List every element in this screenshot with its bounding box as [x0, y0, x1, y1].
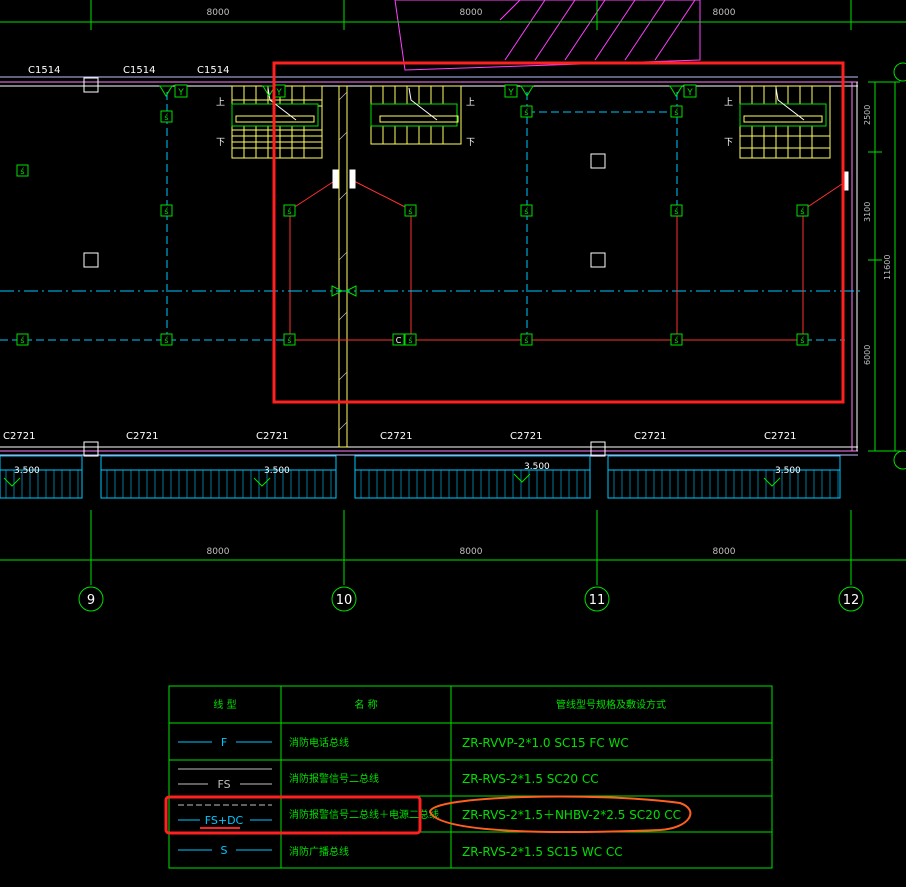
- fire-bus-lines: [0, 92, 845, 341]
- elevation-marks: 3.500 3.500 3.500 3.500: [3, 462, 801, 487]
- dim-bottom-1: 8000: [207, 547, 230, 557]
- building-walls: [0, 76, 858, 457]
- svg-text:ś: ś: [408, 335, 412, 345]
- stair-down-label: 下: [216, 138, 225, 148]
- legend-header-spec: 管线型号规格及敷设方式: [556, 698, 666, 711]
- dim-top-3: 8000: [713, 8, 736, 18]
- y-symbol: Y: [507, 88, 514, 98]
- window-label: C2721: [380, 431, 412, 442]
- legend-line-label: S: [221, 844, 228, 857]
- window-labels-top: C1514 C1514 C1514: [28, 65, 229, 76]
- window-label: C1514: [123, 65, 155, 76]
- legend-row-spec: ZR-RVS-2*1.5 SC15 WC CC: [462, 845, 623, 859]
- stair-2: 上 下: [370, 85, 475, 148]
- window-label: C2721: [256, 431, 288, 442]
- svg-text:ś: ś: [524, 206, 528, 216]
- y-symbol: Y: [275, 88, 282, 98]
- legend-header-name: 名 称: [354, 698, 377, 711]
- dim-bottom-2: 8000: [460, 547, 483, 557]
- dim-top-1: 8000: [207, 8, 230, 18]
- window-label: C2721: [764, 431, 796, 442]
- axis-label: 11: [589, 593, 606, 608]
- elevation-label: 3.500: [264, 466, 290, 476]
- window-labels-bottom: C2721 C2721 C2721 C2721 C2721 C2721 C272…: [3, 431, 796, 442]
- svg-text:ś: ś: [524, 107, 528, 117]
- svg-text:ś: ś: [287, 335, 291, 345]
- stair-up-label: 上: [216, 97, 225, 108]
- y-symbol: Y: [177, 88, 184, 98]
- window-label: C2721: [126, 431, 158, 442]
- axis-label: 12: [843, 593, 860, 608]
- highlight-ellipse-spec: [428, 795, 692, 834]
- dim-right-2: 3100: [863, 202, 872, 222]
- balconies: [0, 455, 841, 499]
- legend-row-spec: ZR-RVS-2*1.5 SC20 CC: [462, 772, 599, 786]
- c-symbol: C: [396, 336, 402, 345]
- svg-text:ś: ś: [800, 206, 804, 216]
- svg-text:ś: ś: [20, 335, 24, 345]
- top-hatch-area: [394, 0, 701, 71]
- legend-table: 线 型 名 称 管线型号规格及敷设方式 F 消防电话总线 ZR-RVVP-2*1…: [168, 685, 773, 869]
- svg-text:ś: ś: [674, 107, 678, 117]
- highlight-box-legend: [164, 795, 422, 835]
- dim-right-1: 2500: [863, 105, 872, 125]
- svg-text:ś: ś: [164, 206, 168, 216]
- dim-right-3: 6000: [863, 345, 872, 365]
- svg-text:ś: ś: [674, 335, 678, 345]
- dim-bottom-3: 8000: [713, 547, 736, 557]
- window-label: C2721: [3, 431, 35, 442]
- window-label: C2721: [510, 431, 542, 442]
- legend-header-linetype: 线 型: [213, 698, 236, 711]
- legend-row-name: 消防电话总线: [289, 736, 349, 749]
- fire-devices: ś ś ś ś ś ś ś ś ś ś ś ś ś ś ś ś ś C Y Y Y Y: [16, 84, 849, 346]
- legend-line-label: F: [221, 736, 227, 749]
- axis-bubble: [838, 586, 864, 612]
- window-label: C2721: [634, 431, 666, 442]
- stair-down-label: 下: [724, 138, 733, 148]
- stair-3: 上 下: [724, 85, 831, 159]
- legend-row-spec: ZR-RVVP-2*1.0 SC15 FC WC: [462, 736, 629, 750]
- window-label: C1514: [197, 65, 229, 76]
- axis-bubble: [331, 586, 357, 612]
- legend-row-name: 消防广播总线: [289, 845, 349, 858]
- elevation-label: 3.500: [14, 466, 40, 476]
- bottom-dimension: 8000 8000 8000: [0, 547, 906, 561]
- svg-text:ś: ś: [164, 335, 168, 345]
- legend-line-label: FS: [217, 778, 230, 791]
- svg-text:ś: ś: [524, 335, 528, 345]
- elevation-label: 3.500: [775, 466, 801, 476]
- axis-bubbles: 9 10 11 12: [78, 586, 864, 612]
- elevation-label: 3.500: [524, 462, 550, 472]
- stair-down-label: 下: [466, 138, 475, 148]
- legend-line-label: FS+DC: [205, 814, 244, 827]
- y-symbol: Y: [686, 88, 693, 98]
- right-dimension: 2500 3100 6000 11600: [863, 62, 906, 470]
- grid-lines-vertical: [90, 0, 852, 585]
- top-dimension: 8000 8000 8000: [0, 8, 906, 23]
- window-label: C1514: [28, 65, 60, 76]
- stair-up-label: 上: [724, 97, 733, 108]
- svg-text:ś: ś: [20, 166, 24, 176]
- svg-text:ś: ś: [164, 112, 168, 122]
- axis-bubble: [78, 586, 104, 612]
- axis-label: 9: [87, 593, 95, 608]
- svg-text:ś: ś: [800, 335, 804, 345]
- legend-row-name: 消防报警信号二总线＋电源二总线: [289, 808, 439, 821]
- dim-top-2: 8000: [460, 8, 483, 18]
- dim-right-total: 11600: [883, 255, 892, 280]
- legend-row-name: 消防报警信号二总线: [289, 772, 379, 785]
- balcony-ticks: [5, 470, 839, 498]
- svg-text:ś: ś: [408, 206, 412, 216]
- wiring-red: [289, 179, 846, 341]
- axis-label: 10: [336, 593, 353, 608]
- stair-up-label: 上: [466, 97, 475, 108]
- legend-row-spec: ZR-RVS-2*1.5＋NHBV-2*2.5 SC20 CC: [462, 808, 681, 822]
- axis-bubble: [584, 586, 610, 612]
- svg-text:ś: ś: [287, 206, 291, 216]
- highlight-box-plan: [272, 61, 845, 404]
- svg-text:ś: ś: [674, 206, 678, 216]
